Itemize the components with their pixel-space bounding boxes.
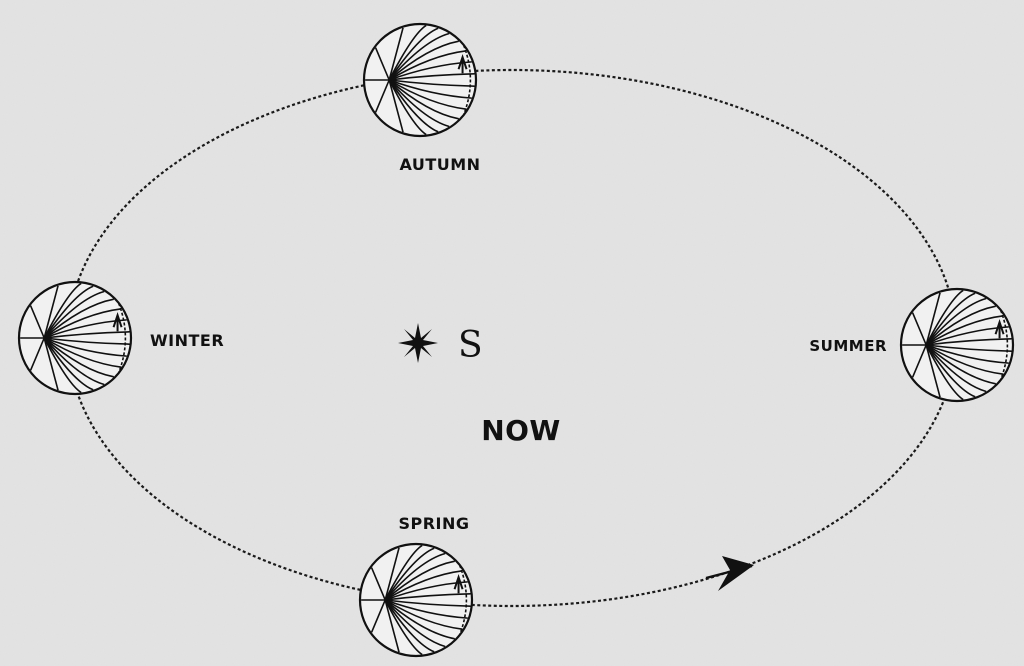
globe-meridian [29, 337, 45, 371]
globe-winter [17, 280, 133, 396]
globe-arrow-icon [453, 574, 464, 594]
globe-meridian [374, 47, 390, 81]
globe-meridian [925, 315, 1004, 346]
globe-meridian [384, 547, 400, 601]
globe-meridian [925, 292, 941, 346]
globe-meridian [384, 599, 423, 656]
globe-meridian [389, 79, 475, 87]
globe-meridian [925, 344, 941, 398]
globe-meridian [370, 567, 386, 601]
globe-meridian [384, 599, 446, 648]
direction-arrow-icon [705, 556, 754, 591]
globe-outline [17, 280, 133, 396]
globe-terminator [999, 309, 1009, 381]
globe-meridian [388, 79, 439, 133]
globe-meridian [384, 570, 463, 601]
globe-meridian [43, 337, 114, 378]
globe-meridian [44, 337, 130, 345]
globe-meridian [384, 599, 400, 653]
globe-meridian [43, 298, 114, 339]
globe-meridian [388, 32, 450, 81]
globe-meridian [388, 50, 467, 81]
globe-meridian [384, 599, 435, 653]
globe-meridian [925, 344, 976, 398]
globe-meridian [388, 79, 427, 136]
globe-meridian [384, 544, 423, 601]
globe-meridian [911, 344, 927, 378]
globe-meridian [384, 599, 455, 640]
globe-meridian [911, 312, 927, 346]
globe-autumn [362, 22, 478, 138]
globe-terminator [458, 564, 468, 636]
globe-meridian [388, 79, 459, 120]
globe-meridian [29, 305, 45, 339]
globe-terminator [117, 302, 127, 374]
globe-meridian [925, 305, 996, 346]
globe-meridian [925, 344, 996, 385]
globe-outline [362, 22, 478, 138]
globe-meridian [388, 79, 472, 99]
globe-meridian [384, 552, 446, 601]
globe-meridian [388, 27, 404, 81]
globe-meridian [925, 344, 1009, 364]
globe-meridian [926, 338, 1012, 346]
globe-meridian [384, 599, 463, 630]
globe-meridian [388, 79, 450, 128]
globe-meridian [43, 285, 94, 339]
globe-meridian [925, 344, 964, 401]
label-winter: WINTER [150, 331, 224, 350]
globe-arrow-icon [112, 312, 123, 332]
globe-meridian [384, 560, 455, 601]
globe-meridian [43, 337, 94, 391]
globe-meridian [389, 73, 475, 81]
globe-meridian [43, 308, 122, 339]
globe-meridian [925, 344, 1004, 375]
globe-meridian [43, 290, 105, 339]
globe-meridian [925, 297, 987, 346]
globe-meridian [385, 593, 471, 601]
globe-meridian [43, 337, 105, 386]
globe-meridian [926, 344, 1012, 352]
globe-outline [899, 287, 1015, 403]
globe-meridian [43, 285, 59, 339]
globe-meridian [370, 599, 386, 633]
globe-meridian [43, 337, 127, 357]
globe-meridian [374, 79, 390, 113]
globe-meridian [925, 289, 964, 346]
globe-arrow-icon [994, 319, 1005, 339]
globe-meridian [388, 79, 467, 110]
label-now: NOW [481, 414, 561, 447]
globe-meridian [388, 24, 427, 81]
globe-meridian [43, 337, 122, 368]
globe-meridian [384, 599, 468, 619]
label-autumn: AUTUMN [399, 155, 480, 174]
globe-meridian [388, 27, 439, 81]
globe-meridian [43, 282, 82, 339]
sun-label: S [458, 325, 483, 366]
globe-meridian [925, 292, 976, 346]
globe-meridian [43, 337, 82, 394]
globe-meridian [925, 344, 987, 393]
globe-spring [358, 542, 474, 658]
globe-meridian [385, 599, 471, 607]
globe-outline [358, 542, 474, 658]
globe-terminator [462, 44, 472, 116]
label-summer: SUMMER [809, 337, 887, 355]
globe-meridian [43, 337, 59, 391]
label-spring: SPRING [398, 514, 469, 533]
globe-summer [899, 287, 1015, 403]
globe-meridian [44, 331, 130, 339]
globe-arrow-icon [457, 54, 468, 74]
globe-meridian [388, 40, 459, 81]
globe-meridian [384, 547, 435, 601]
sun-star-icon [398, 323, 438, 363]
globe-meridian [388, 79, 404, 133]
